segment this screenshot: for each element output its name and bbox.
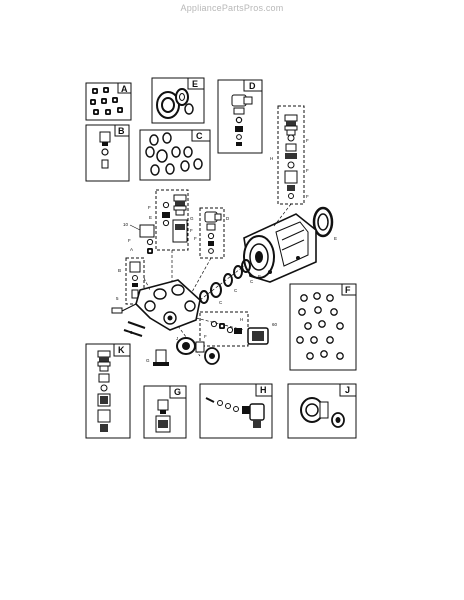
svg-text:A: A (130, 247, 133, 252)
kit-e-box: E (151, 77, 205, 124)
svg-text:F: F (128, 238, 131, 243)
callout-10: 10 (123, 222, 129, 227)
kit-j-label: J (345, 385, 350, 395)
side-valve-stack: D F (194, 207, 230, 259)
svg-text:E: E (334, 236, 337, 241)
kit-g-box: G (143, 385, 187, 439)
kit-b-box: B (85, 124, 130, 182)
svg-text:F: F (148, 205, 151, 210)
svg-text:D: D (226, 216, 230, 221)
kit-a-label: A (121, 84, 128, 94)
crankcase-housing (243, 213, 317, 283)
callout-10-fitting: 10 F A (123, 222, 155, 254)
crankcase-seal: E (312, 206, 337, 241)
kit-k-box: K (85, 343, 131, 439)
svg-text:F: F (190, 228, 193, 233)
kit-d-label: D (249, 81, 256, 91)
svg-text:E: E (258, 274, 261, 279)
plunger-seal-row: C C C E (199, 259, 261, 305)
kit-g-label: G (174, 387, 181, 397)
kit-c-box: C (139, 129, 211, 181)
svg-text:F: F (306, 168, 309, 173)
kit-j-box: J (287, 383, 357, 439)
svg-text:F: F (306, 138, 309, 143)
kit-d-box: D (217, 79, 263, 154)
kit-f-label: F (345, 285, 351, 295)
svg-text:G: G (146, 358, 150, 363)
svg-text:F: F (204, 334, 207, 339)
svg-text:J: J (176, 336, 178, 341)
svg-text:F: F (194, 236, 197, 241)
svg-text:H: H (240, 317, 243, 322)
svg-text:E: E (149, 215, 152, 220)
kit-h-box: H (199, 383, 273, 439)
callout-60: 60 (272, 322, 278, 327)
outlet-fittings: J G (146, 336, 220, 366)
kit-e-label: E (192, 79, 198, 89)
kit-k-label: K (118, 345, 125, 355)
inlet-valve-stack: F E G F (148, 189, 194, 251)
svg-text:F: F (306, 194, 309, 199)
unloader-assembly: 60 H F (199, 311, 278, 347)
kit-h-label: H (260, 385, 267, 395)
kit-f-box: F (289, 283, 357, 371)
svg-text:C: C (250, 279, 254, 284)
kit-a-box: A (85, 82, 132, 121)
svg-text:G: G (190, 216, 194, 221)
svg-text:B: B (118, 268, 121, 273)
kit-c-label: C (196, 131, 203, 141)
svg-text:C: C (219, 300, 223, 305)
svg-text:H: H (270, 156, 273, 161)
kit-b-label: B (118, 126, 125, 136)
svg-text:C: C (234, 288, 238, 293)
outlet-valve-stack: F H F F (270, 105, 309, 205)
callout-5: 5 (116, 296, 119, 301)
watermark: AppliancePartsPros.com (180, 3, 284, 13)
pump-manifold: 5 3 (111, 279, 201, 337)
